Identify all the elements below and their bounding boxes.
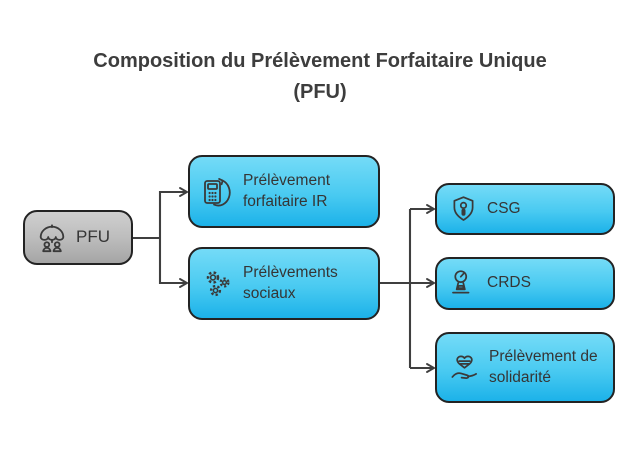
node-crds: CRDS bbox=[435, 257, 615, 310]
node-pfu: PFU bbox=[23, 210, 133, 265]
node-csg: CSG bbox=[435, 183, 615, 235]
gears-icon bbox=[201, 267, 235, 301]
hand-heart-icon bbox=[448, 351, 481, 384]
meter-stamp-icon bbox=[448, 268, 479, 299]
edge-pfu-sociaux bbox=[158, 238, 189, 288]
shield-person-icon bbox=[448, 194, 479, 225]
node-sociaux-label: Prélèvements sociaux bbox=[243, 264, 338, 302]
node-crds-label: CRDS bbox=[487, 274, 531, 292]
calculator-refresh-icon bbox=[201, 175, 235, 209]
node-solidarite-label: Prélèvement de solidarité bbox=[489, 348, 598, 386]
diagram-title: Composition du Prélèvement Forfaitaire U… bbox=[30, 46, 610, 108]
edge-pfu-ir bbox=[158, 187, 189, 238]
umbrella-people-icon bbox=[36, 222, 68, 254]
node-pfu-label: PFU bbox=[76, 227, 110, 247]
node-ir-label: Prélèvement forfaitaire IR bbox=[243, 172, 331, 210]
node-sociaux: Prélèvements sociaux bbox=[188, 247, 380, 320]
node-solidarite: Prélèvement de solidarité bbox=[435, 332, 615, 403]
node-csg-label: CSG bbox=[487, 199, 521, 217]
diagram-title-line2: (PFU) bbox=[293, 81, 347, 103]
node-ir: Prélèvement forfaitaire IR bbox=[188, 155, 380, 228]
diagram-title-line1: Composition du Prélèvement Forfaitaire U… bbox=[93, 50, 547, 72]
